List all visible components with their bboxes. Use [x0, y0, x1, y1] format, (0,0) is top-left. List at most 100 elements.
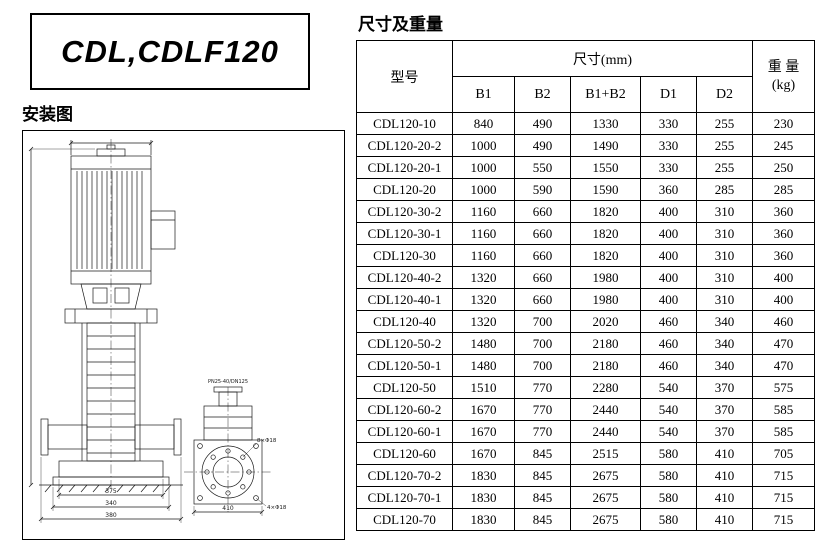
weight-label: 重 量	[767, 60, 800, 75]
product-title-box: CDL,CDLF120	[30, 13, 310, 90]
cell-d2: 410	[696, 486, 753, 509]
table-row: CDL120-70-1 1830 845 2675 580 410 715	[356, 486, 815, 509]
cell-b1b2: 1820	[570, 222, 641, 245]
cell-d2: 255	[696, 156, 753, 179]
table-row: CDL120-30-2 1160 660 1820 400 310 360	[356, 200, 815, 223]
cell-b1: 1670	[452, 398, 515, 421]
cell-b2: 660	[514, 222, 571, 245]
table-row: CDL120-20-2 1000 490 1490 330 255 245	[356, 134, 815, 157]
cell-b1: 1000	[452, 134, 515, 157]
cell-b2: 770	[514, 398, 571, 421]
table-row: CDL120-60-1 1670 770 2440 540 370 585	[356, 420, 815, 443]
cell-b2: 770	[514, 376, 571, 399]
cell-d1: 580	[640, 464, 697, 487]
cell-b1: 1320	[452, 266, 515, 289]
cell-b1b2: 1820	[570, 200, 641, 223]
cell-weight: 250	[752, 156, 815, 179]
cell-b1: 1830	[452, 508, 515, 531]
cell-b1b2: 2180	[570, 354, 641, 377]
cell-b1b2: 1820	[570, 244, 641, 267]
col-header-b2: B2	[514, 76, 571, 113]
cell-b1b2: 2020	[570, 310, 641, 333]
dim-label-base: 410	[222, 505, 234, 512]
installation-diagram-heading: 安装图	[22, 105, 73, 124]
cell-b2: 845	[514, 442, 571, 465]
cell-b1: 1670	[452, 442, 515, 465]
col-header-dimensions: 尺寸(mm)	[452, 40, 753, 77]
cell-d1: 580	[640, 442, 697, 465]
cell-b2: 550	[514, 156, 571, 179]
cell-b1b2: 1490	[570, 134, 641, 157]
cell-b1b2: 1590	[570, 178, 641, 201]
cell-weight: 715	[752, 486, 815, 509]
cell-d2: 340	[696, 332, 753, 355]
cell-b2: 700	[514, 332, 571, 355]
cell-b1: 1320	[452, 288, 515, 311]
table-row: CDL120-50-1 1480 700 2180 460 340 470	[356, 354, 815, 377]
cell-weight: 245	[752, 134, 815, 157]
cell-d2: 310	[696, 266, 753, 289]
cell-model: CDL120-30	[356, 244, 453, 267]
cell-weight: 400	[752, 288, 815, 311]
cell-model: CDL120-50-1	[356, 354, 453, 377]
col-header-d1: D1	[640, 76, 697, 113]
cell-b2: 700	[514, 354, 571, 377]
cell-d1: 360	[640, 178, 697, 201]
cell-d2: 370	[696, 376, 753, 399]
cell-model: CDL120-60-1	[356, 420, 453, 443]
cell-d1: 400	[640, 288, 697, 311]
cell-b2: 845	[514, 508, 571, 531]
dimensions-weight-heading: 尺寸及重量	[358, 15, 443, 34]
dim-label-bottom-1: 375	[105, 488, 117, 495]
cell-d1: 400	[640, 222, 697, 245]
table-row: CDL120-70 1830 845 2675 580 410 715	[356, 508, 815, 531]
cell-b2: 845	[514, 464, 571, 487]
cell-d1: 460	[640, 354, 697, 377]
cell-weight: 230	[752, 112, 815, 135]
cell-b1: 1480	[452, 354, 515, 377]
cell-model: CDL120-40	[356, 310, 453, 333]
col-header-model: 型号	[356, 40, 453, 113]
table-row: CDL120-10 840 490 1330 330 255 230	[356, 112, 815, 135]
cell-model: CDL120-20-1	[356, 156, 453, 179]
cell-d1: 330	[640, 112, 697, 135]
cell-weight: 400	[752, 266, 815, 289]
cell-d2: 255	[696, 134, 753, 157]
cell-b2: 660	[514, 244, 571, 267]
cell-b1: 1480	[452, 332, 515, 355]
cell-b1: 1510	[452, 376, 515, 399]
terminal-box	[150, 210, 176, 250]
col-header-d2: D2	[696, 76, 753, 113]
cell-b1: 1000	[452, 156, 515, 179]
cell-d1: 580	[640, 508, 697, 531]
cell-b1b2: 1330	[570, 112, 641, 135]
cell-model: CDL120-20-2	[356, 134, 453, 157]
dimensions-table: 型号 尺寸(mm) 重 量 (kg) B1 B2 B1+B2 D1 D2 CDL…	[356, 40, 815, 531]
cell-d1: 580	[640, 486, 697, 509]
cell-weight: 705	[752, 442, 815, 465]
cell-d1: 460	[640, 310, 697, 333]
cell-weight: 460	[752, 310, 815, 333]
table-row: CDL120-60 1670 845 2515 580 410 705	[356, 442, 815, 465]
cell-weight: 285	[752, 178, 815, 201]
table-row: CDL120-40 1320 700 2020 460 340 460	[356, 310, 815, 333]
cell-b1: 1160	[452, 244, 515, 267]
cell-d2: 310	[696, 288, 753, 311]
cell-b1: 1670	[452, 420, 515, 443]
cell-weight: 470	[752, 332, 815, 355]
cell-weight: 360	[752, 244, 815, 267]
cell-b1b2: 2675	[570, 464, 641, 487]
cell-d1: 460	[640, 332, 697, 355]
table-row: CDL120-50-2 1480 700 2180 460 340 470	[356, 332, 815, 355]
dim-label-bottom-3: 380	[105, 512, 117, 519]
pump-barrel	[81, 322, 141, 462]
cell-b1: 1830	[452, 486, 515, 509]
table-header-row-1: 型号 尺寸(mm) 重 量 (kg)	[356, 40, 815, 113]
table-row: CDL120-70-2 1830 845 2675 580 410 715	[356, 464, 815, 487]
cell-b2: 660	[514, 266, 571, 289]
cell-model: CDL120-60	[356, 442, 453, 465]
base-flange-detail	[184, 386, 272, 516]
cell-b2: 590	[514, 178, 571, 201]
cell-model: CDL120-10	[356, 112, 453, 135]
cell-b1b2: 2280	[570, 376, 641, 399]
